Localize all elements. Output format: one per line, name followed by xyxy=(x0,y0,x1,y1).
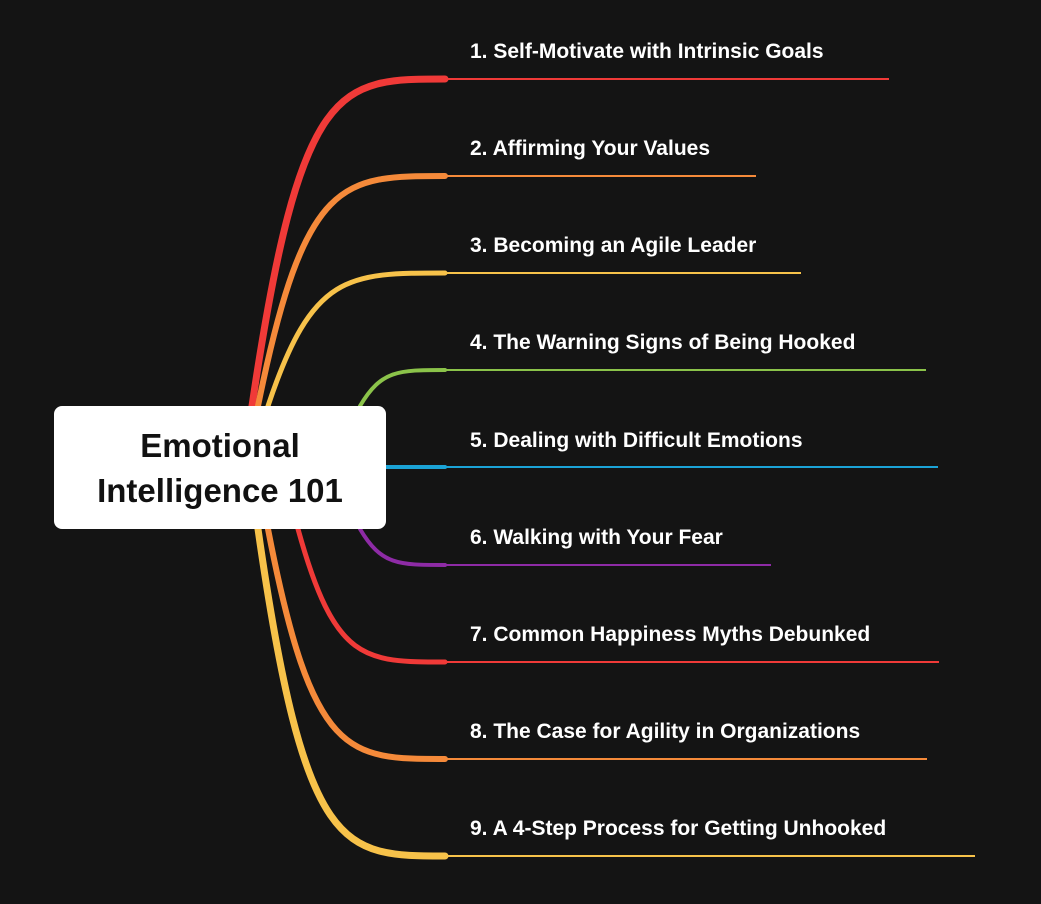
branch-label-1[interactable]: 1. Self-Motivate with Intrinsic Goals xyxy=(470,40,824,63)
branch-label-4[interactable]: 4. The Warning Signs of Being Hooked xyxy=(470,331,856,354)
branch-label-9[interactable]: 9. A 4-Step Process for Getting Unhooked xyxy=(470,817,887,840)
branch-connector-3 xyxy=(265,270,448,409)
branch-connector-6 xyxy=(358,527,447,567)
branch-label-7[interactable]: 7. Common Happiness Myths Debunked xyxy=(470,623,871,646)
branch-label-2[interactable]: 2. Affirming Your Values xyxy=(470,137,711,160)
branch-connector-9 xyxy=(254,525,449,860)
branch-connector-2 xyxy=(255,173,448,409)
central-topic-title-line1: Emotional xyxy=(140,426,300,464)
central-topic-title-line2: Intelligence 101 xyxy=(97,471,343,509)
branch-label-6[interactable]: 6. Walking with Your Fear xyxy=(470,526,723,549)
branch-connector-7 xyxy=(295,526,448,665)
branch-label-5[interactable]: 5. Dealing with Difficult Emotions xyxy=(470,429,803,452)
branch-connector-4 xyxy=(358,368,447,408)
branch-label-3[interactable]: 3. Becoming an Agile Leader xyxy=(470,234,757,257)
branch-connector-8 xyxy=(265,526,448,762)
branch-connector-1 xyxy=(248,75,449,410)
branch-label-8[interactable]: 8. The Case for Agility in Organizations xyxy=(470,720,861,743)
